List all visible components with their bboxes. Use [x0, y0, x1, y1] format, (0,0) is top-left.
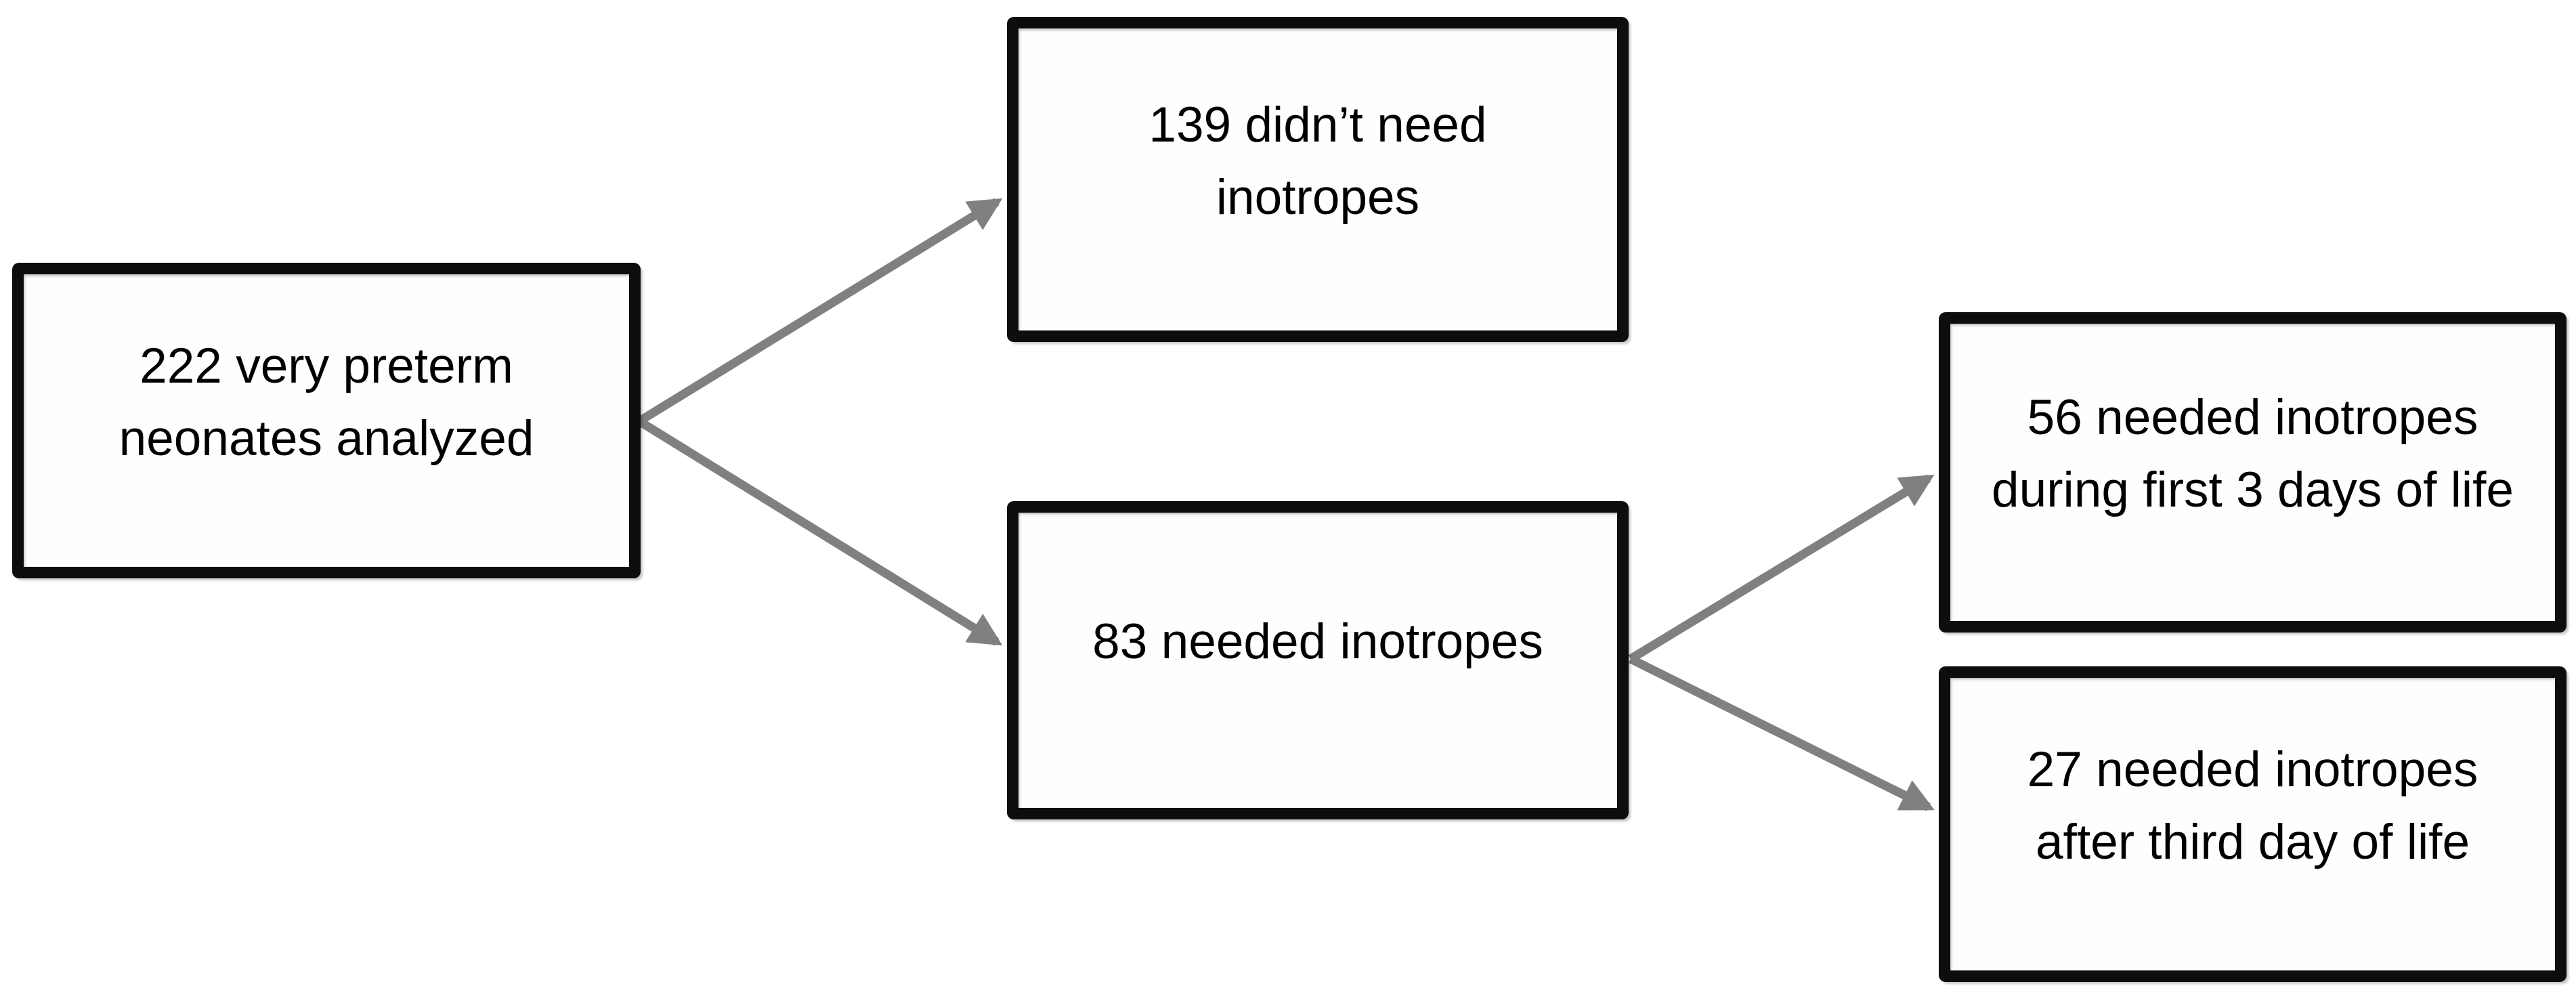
node-text-line: after third day of life	[2035, 814, 2470, 870]
node-analyzed: 222 very preterm neonates analyzed	[12, 263, 641, 578]
node-text-line: inotropes	[1216, 169, 1420, 225]
node-text-line: during first 3 days of life	[1992, 463, 2514, 517]
arrow-needed-inotropes-to-late	[1629, 655, 1935, 811]
arrow-needed-inotropes-to-early	[1628, 474, 1935, 663]
node-text-line: 83 needed inotropes	[1092, 614, 1543, 669]
node-inotropes-after-third-day: 27 needed inotropes after third day of l…	[1939, 666, 2567, 982]
node-text-line: 27 needed inotropes	[2027, 742, 2478, 797]
node-text-line: 222 very preterm	[139, 338, 513, 393]
node-text-line: 56 needed inotropes	[2027, 390, 2478, 445]
node-no-inotropes: 139 didn’t need inotropes	[1007, 17, 1629, 342]
node-text-line: neonates analyzed	[119, 410, 534, 466]
node-inotropes-first-3-days: 56 needed inotropes during first 3 days …	[1939, 312, 2567, 633]
arrow-analyzed-to-no-inotropes	[637, 198, 1003, 425]
node-text-line: 139 didn’t need	[1149, 97, 1487, 152]
arrow-analyzed-to-needed-inotropes	[637, 417, 1003, 646]
node-needed-inotropes: 83 needed inotropes	[1007, 501, 1629, 819]
